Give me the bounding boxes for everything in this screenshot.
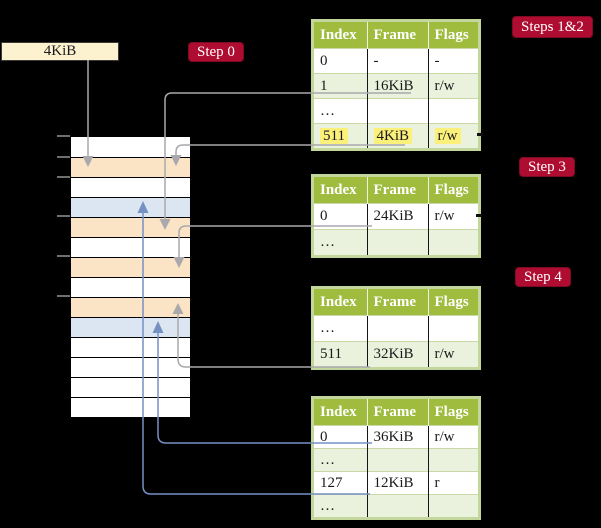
table-cell: 32KiB: [367, 341, 429, 367]
table-cell: [428, 448, 478, 472]
memory-frame-row-4: [71, 217, 190, 237]
column-header-index: Index: [314, 289, 368, 316]
table-row: …: [314, 315, 478, 342]
table-row: …: [314, 229, 478, 255]
memory-frame-row-5: [71, 237, 190, 257]
column-header-frame: Frame: [367, 289, 429, 316]
table-cell: 1: [314, 73, 368, 99]
step-3-label: Step 3: [519, 157, 575, 177]
table-row: …: [314, 98, 478, 124]
memory-frame-row-13: [71, 397, 190, 417]
table-cell: …: [314, 98, 368, 124]
table-row: 511 4KiB r/w: [314, 123, 478, 148]
physical-memory-column: [70, 136, 191, 418]
column-header-index: Index: [314, 399, 368, 426]
table-cell: …: [314, 229, 368, 255]
table-cell: r/w: [428, 341, 478, 367]
table-cell: 12KiB: [367, 471, 429, 495]
table-cell: …: [314, 494, 368, 517]
table-cell: [367, 315, 429, 342]
table-cell: -: [428, 48, 478, 74]
column-header-flags: Flags: [428, 399, 478, 426]
memory-scale-tick: [57, 135, 70, 137]
table-cell: [428, 315, 478, 342]
memory-frame-row-3: [71, 197, 190, 217]
step-4-label: Step 4: [515, 267, 571, 287]
table-cell: r/w: [428, 425, 478, 449]
memory-frame-row-0: [71, 137, 190, 157]
table-cell: 0: [314, 203, 368, 230]
column-header-frame: Frame: [367, 399, 429, 426]
column-header-index: Index: [314, 177, 368, 204]
memory-frame-row-9: [71, 317, 190, 337]
table-cell: 511: [314, 341, 368, 367]
highlighted-value: 511: [320, 127, 348, 144]
table-cell: [428, 229, 478, 255]
table-cell: -: [367, 48, 429, 74]
table-row: 0--: [314, 48, 478, 74]
memory-scale-tick: [57, 295, 70, 297]
table-row: …: [314, 494, 478, 517]
table-cell: 4KiB: [367, 123, 429, 148]
table-cell: [367, 494, 429, 517]
table-cell: 0: [314, 425, 368, 449]
column-header-index: Index: [314, 22, 368, 49]
memory-scale-tick: [57, 255, 70, 257]
table-cell: r/w: [428, 203, 478, 230]
memory-frame-row-11: [71, 357, 190, 377]
memory-scale-tick: [57, 215, 70, 217]
table-cell: r/w: [428, 73, 478, 99]
memory-frame-row-1: [71, 157, 190, 177]
steps-1-2-label: Steps 1&2: [512, 16, 593, 38]
memory-frame-row-2: [71, 177, 190, 197]
memory-scale-tick: [57, 156, 70, 158]
table-cell: 24KiB: [367, 203, 429, 230]
table-cell: 511: [314, 123, 368, 148]
column-header-frame: Frame: [367, 177, 429, 204]
memory-frame-row-7: [71, 277, 190, 297]
step-0-label: Step 0: [188, 42, 244, 62]
memory-frame-row-6: [71, 257, 190, 277]
table-cell: …: [314, 448, 368, 472]
column-header-flags: Flags: [428, 22, 478, 49]
table-cell: [367, 98, 429, 124]
table-cell: …: [314, 315, 368, 342]
column-header-flags: Flags: [428, 177, 478, 204]
memory-scale-tick: [57, 176, 70, 178]
table-cell: 36KiB: [367, 425, 429, 449]
table-cell: 127: [314, 471, 368, 495]
table-row: …: [314, 448, 478, 472]
memory-frame-row-8: [71, 297, 190, 317]
column-header-frame: Frame: [367, 22, 429, 49]
table-cell: r: [428, 471, 478, 495]
table-cell: 16KiB: [367, 73, 429, 99]
memory-frame-row-10: [71, 337, 190, 357]
table-cell: [367, 229, 429, 255]
table-cell: [428, 494, 478, 517]
table-cell: [367, 448, 429, 472]
column-header-flags: Flags: [428, 289, 478, 316]
table-cell: 0: [314, 48, 368, 74]
memory-frame-row-12: [71, 377, 190, 397]
highlighted-value: r/w: [434, 127, 461, 144]
highlighted-value: 4KiB: [373, 127, 413, 144]
page-size-box: 4KiB: [1, 42, 119, 61]
table-cell: r/w: [428, 123, 478, 148]
table-cell: [428, 98, 478, 124]
